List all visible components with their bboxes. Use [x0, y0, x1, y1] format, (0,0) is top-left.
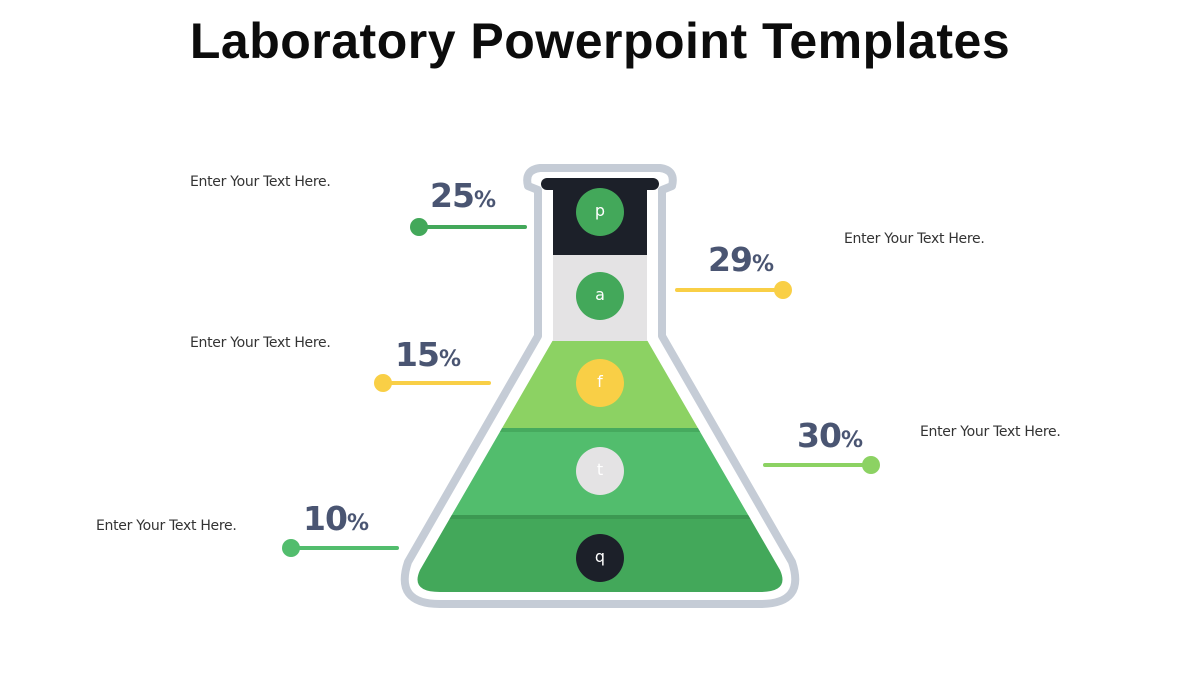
connector-line-3 [384, 381, 491, 385]
percent-value-5: 10% [303, 499, 369, 538]
connector-line-5 [292, 546, 399, 550]
percent-value-1: 25% [430, 176, 496, 215]
item-label-4: Enter Your Text Here. [920, 424, 1061, 440]
connector-line-1 [420, 225, 527, 229]
circle-letter-p: p [594, 201, 606, 220]
percent-value-3: 15% [395, 335, 461, 374]
connector-dot-4 [862, 456, 880, 474]
item-label-5: Enter Your Text Here. [96, 518, 237, 534]
circle-letter-f: f [597, 372, 603, 391]
item-label-2: Enter Your Text Here. [844, 231, 985, 247]
connector-dot-1 [410, 218, 428, 236]
percent-value-4: 30% [797, 416, 863, 455]
percent-value-2: 29% [708, 240, 774, 279]
item-label-1: Enter Your Text Here. [190, 174, 331, 190]
connector-dot-2 [774, 281, 792, 299]
circle-letter-a: a [595, 285, 605, 304]
item-label-3: Enter Your Text Here. [190, 335, 331, 351]
circle-letter-t: t [596, 460, 604, 479]
connector-dot-3 [374, 374, 392, 392]
connector-line-2 [675, 288, 783, 292]
slide-title: Laboratory Powerpoint Templates [189, 13, 1011, 69]
connector-line-4 [763, 463, 871, 467]
connector-dot-5 [282, 539, 300, 557]
circle-letter-q: q [594, 547, 606, 566]
